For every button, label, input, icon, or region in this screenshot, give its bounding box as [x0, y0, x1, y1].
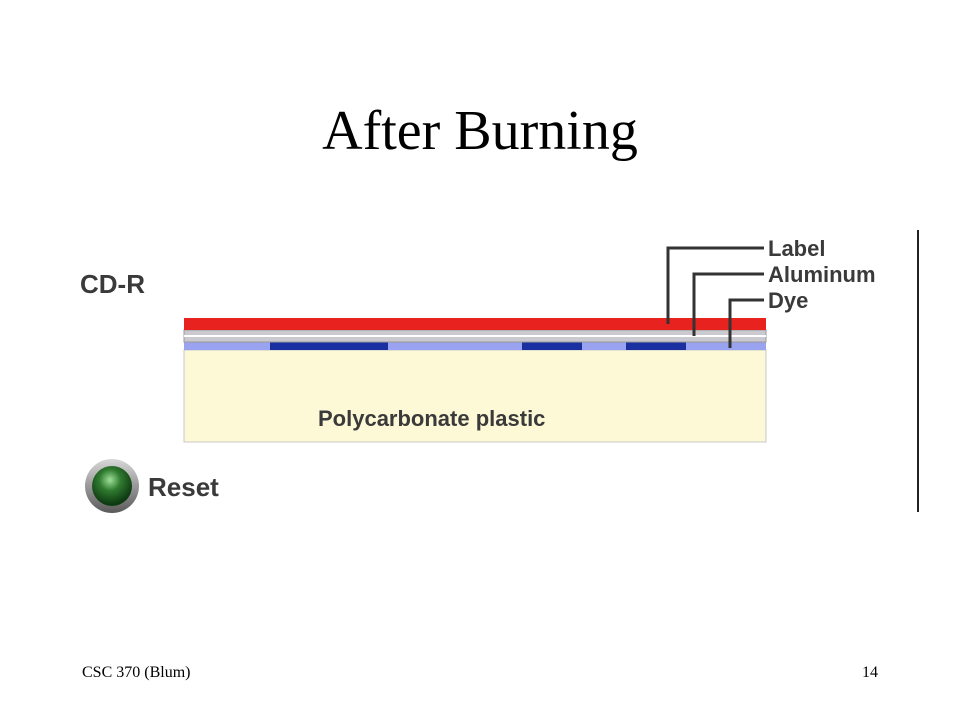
burned-mark — [626, 342, 686, 350]
dye-layer-name: Dye — [768, 288, 808, 313]
course-footer: CSC 370 (Blum) — [82, 664, 191, 681]
polycarbonate-label: Polycarbonate plastic — [318, 406, 545, 431]
label-layer — [184, 318, 766, 330]
aluminum-layer-name: Aluminum — [768, 262, 876, 287]
reset-label: Reset — [148, 472, 219, 502]
label-callout-line — [666, 246, 764, 324]
reset-button[interactable]: Reset — [85, 459, 219, 513]
dye-callout-line — [728, 298, 764, 348]
burned-mark — [522, 342, 582, 350]
aluminum-callout-line — [692, 272, 764, 336]
page-number: 14 — [862, 664, 878, 681]
cd-r-label: CD-R — [80, 269, 145, 299]
green-orb-icon — [92, 466, 132, 506]
label-layer-name: Label — [768, 236, 825, 261]
slide-title: After Burning — [322, 100, 638, 162]
burned-mark — [270, 342, 388, 350]
cd-r-cross-section-diagram: CD-R Polycarbonate plastic Label Aluminu… — [80, 230, 919, 513]
polycarbonate-substrate — [183, 349, 767, 443]
dye-layer — [184, 342, 766, 350]
